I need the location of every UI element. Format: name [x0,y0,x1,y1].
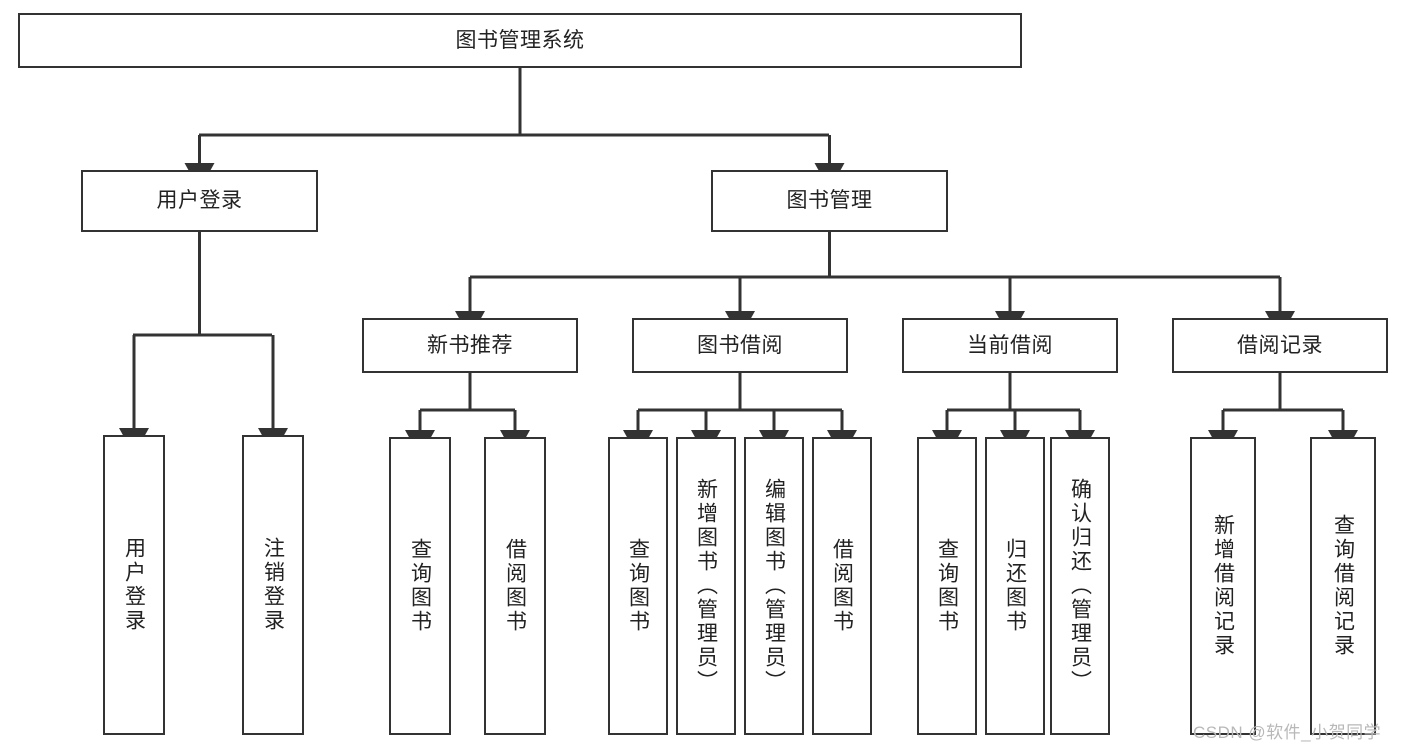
node-root-root[interactable]: 图书管理系统 [18,13,1022,68]
node-leaf-leaf-query-book-recommend[interactable]: 查询图书 [389,437,451,735]
node-label: 借阅图书 [830,538,854,634]
node-label: 注销登录 [261,537,285,633]
node-leaf-leaf-query-borrow-record[interactable]: 查询借阅记录 [1310,437,1376,735]
node-label: 借阅记录 [1237,333,1323,357]
node-leaf-leaf-borrow-book-recommend[interactable]: 借阅图书 [484,437,546,735]
node-level3-borrow-record[interactable]: 借阅记录 [1172,318,1388,373]
node-label: 新增借阅记录 [1211,514,1235,658]
node-leaf-leaf-add-book-admin[interactable]: 新增图书（管理员） [676,437,736,735]
node-leaf-leaf-confirm-return-admin[interactable]: 确认归还（管理员） [1050,437,1110,735]
node-leaf-leaf-user-logout[interactable]: 注销登录 [242,435,304,735]
node-label: 确认归还（管理员） [1068,478,1092,694]
node-label: 当前借阅 [967,333,1053,357]
node-level3-current-borrow[interactable]: 当前借阅 [902,318,1118,373]
node-leaf-leaf-query-book-current[interactable]: 查询图书 [917,437,977,735]
csdn-watermark: CSDN @软件_小贺同学 [1193,723,1382,742]
node-leaf-leaf-borrow-book[interactable]: 借阅图书 [812,437,872,735]
node-label: 新增图书（管理员） [694,478,718,694]
node-label: 查询借阅记录 [1331,514,1355,658]
node-label: 新书推荐 [427,333,513,357]
node-level2-user-login[interactable]: 用户登录 [81,170,318,232]
node-label: 图书管理系统 [455,28,585,52]
node-leaf-leaf-user-login[interactable]: 用户登录 [103,435,165,735]
node-leaf-leaf-edit-book-admin[interactable]: 编辑图书（管理员） [744,437,804,735]
node-label: 查询图书 [935,538,959,634]
node-leaf-leaf-query-book-borrow[interactable]: 查询图书 [608,437,668,735]
node-leaf-leaf-return-book[interactable]: 归还图书 [985,437,1045,735]
node-label: 图书借阅 [697,333,783,357]
node-label: 图书管理 [786,189,873,213]
node-label: 查询图书 [626,538,650,634]
node-label: 用户登录 [122,537,146,633]
node-level2-book-manage[interactable]: 图书管理 [711,170,948,232]
node-level3-new-book-recommend[interactable]: 新书推荐 [362,318,578,373]
node-label: 归还图书 [1003,538,1027,634]
node-leaf-leaf-add-borrow-record[interactable]: 新增借阅记录 [1190,437,1256,735]
node-level3-book-borrow[interactable]: 图书借阅 [632,318,848,373]
node-label: 查询图书 [408,538,432,634]
node-label: 用户登录 [156,189,243,213]
node-label: 借阅图书 [503,538,527,634]
node-label: 编辑图书（管理员） [762,478,786,694]
